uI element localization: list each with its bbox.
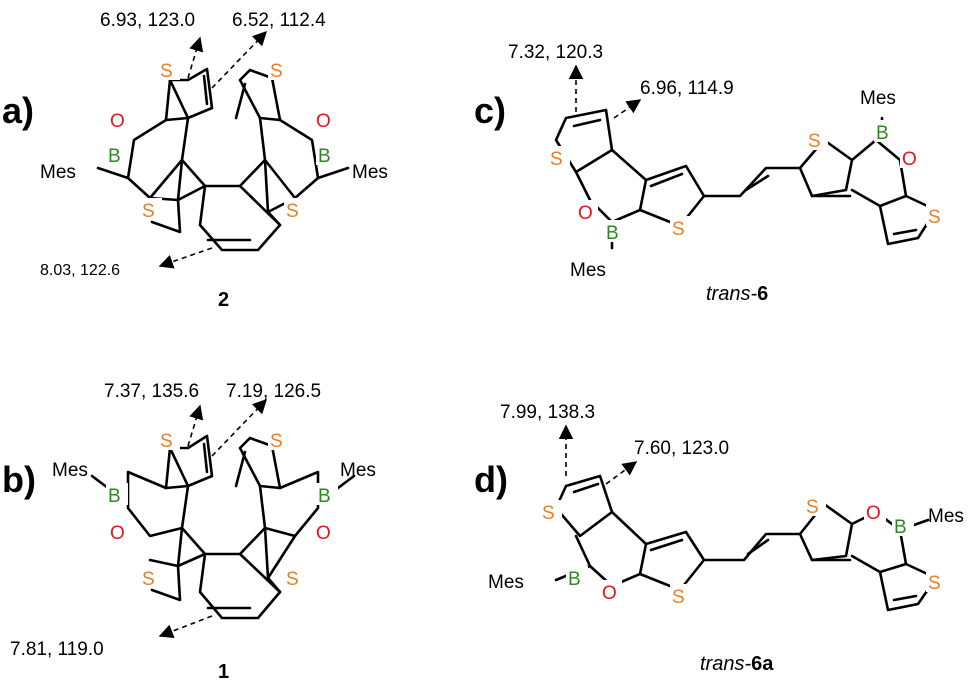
sulfur-atom: S xyxy=(672,219,685,240)
sulfur-atom: S xyxy=(160,431,173,452)
oxygen-atom: O xyxy=(602,583,617,604)
shift-label-left: 6.93, 123.0 xyxy=(100,10,195,31)
oxygen-atom: O xyxy=(866,503,881,524)
sulfur-atom: S xyxy=(286,201,299,222)
shift-arrow xyxy=(187,404,204,447)
mesityl-group: Mes xyxy=(40,162,76,183)
boron-atom: B xyxy=(318,146,331,167)
compound-number: 6 xyxy=(757,283,768,305)
sulfur-atom: S xyxy=(142,201,155,222)
shift-label-right: 7.19, 126.5 xyxy=(226,381,321,402)
panel-b: b) S S B B O xyxy=(2,381,376,683)
oxygen-atom: O xyxy=(110,523,125,544)
sulfur-atom: S xyxy=(160,61,173,82)
panel-d: d) S B O S S O B S xyxy=(474,402,964,675)
oxygen-atom: O xyxy=(902,149,917,170)
boron-atom: B xyxy=(606,223,619,244)
compound-name: trans-6a xyxy=(700,653,774,675)
compound-number: 6a xyxy=(751,653,774,675)
shift-label-bottom: 8.03, 122.6 xyxy=(40,262,120,279)
oxygen-atom: O xyxy=(316,523,331,544)
sulfur-atom: S xyxy=(808,131,821,152)
sulfur-atom: S xyxy=(142,569,155,590)
shift-label-bottom: 7.81, 119.0 xyxy=(10,639,104,660)
sulfur-atom: S xyxy=(806,497,819,518)
shift-arrow xyxy=(605,461,638,485)
boron-atom: B xyxy=(894,517,907,538)
shift-arrow xyxy=(211,30,267,89)
oxygen-atom: O xyxy=(316,111,331,132)
sulfur-atom: S xyxy=(270,431,283,452)
sulfur-atom: S xyxy=(550,149,563,170)
sulfur-atom: S xyxy=(542,503,555,524)
compound-number: 1 xyxy=(218,661,229,683)
shift-label-side: 7.60, 123.0 xyxy=(634,438,729,459)
shift-arrow xyxy=(158,615,213,639)
mesityl-group: Mes xyxy=(570,260,606,281)
mesityl-group: Mes xyxy=(352,162,388,183)
panel-c-label: c) xyxy=(474,90,506,131)
sulfur-atom: S xyxy=(286,569,299,590)
mesityl-group: Mes xyxy=(488,572,524,593)
shift-arrow xyxy=(613,99,642,119)
compound-name: trans-6 xyxy=(706,283,768,305)
shift-label-top: 7.32, 120.3 xyxy=(508,42,603,63)
sulfur-atom: S xyxy=(672,587,685,608)
mesityl-group: Mes xyxy=(860,88,896,109)
shift-label-side: 6.96, 114.9 xyxy=(640,78,734,99)
panel-b-label: b) xyxy=(2,459,36,500)
panel-a-label: a) xyxy=(2,90,34,131)
shift-arrow xyxy=(187,36,204,79)
panel-a: a) S S O O xyxy=(2,10,388,311)
mesityl-group: Mes xyxy=(340,460,376,481)
shift-arrow xyxy=(158,247,213,269)
mesityl-group: Mes xyxy=(928,506,964,527)
panel-c: c) S O B S S B O S xyxy=(474,42,948,305)
sulfur-atom: S xyxy=(270,61,283,82)
shift-label-right: 6.52, 112.4 xyxy=(232,10,326,31)
boron-atom: B xyxy=(568,569,581,590)
compound-prefix: trans- xyxy=(700,653,751,675)
shift-arrow xyxy=(211,398,267,457)
compound-number: 2 xyxy=(218,289,229,311)
sulfur-atom: S xyxy=(928,573,941,594)
shift-label-left: 7.37, 135.6 xyxy=(104,381,199,402)
oxygen-atom: O xyxy=(578,203,593,224)
compound-prefix: trans- xyxy=(706,283,757,305)
panel-d-label: d) xyxy=(474,459,508,500)
mesityl-group: Mes xyxy=(52,460,88,481)
shift-label-top: 7.99, 138.3 xyxy=(500,402,595,423)
boron-atom: B xyxy=(876,123,889,144)
boron-atom: B xyxy=(318,486,331,507)
sulfur-atom: S xyxy=(928,207,941,228)
boron-atom: B xyxy=(108,486,121,507)
oxygen-atom: O xyxy=(110,111,125,132)
molecule-2-bonds xyxy=(96,67,350,252)
boron-atom: B xyxy=(108,146,121,167)
